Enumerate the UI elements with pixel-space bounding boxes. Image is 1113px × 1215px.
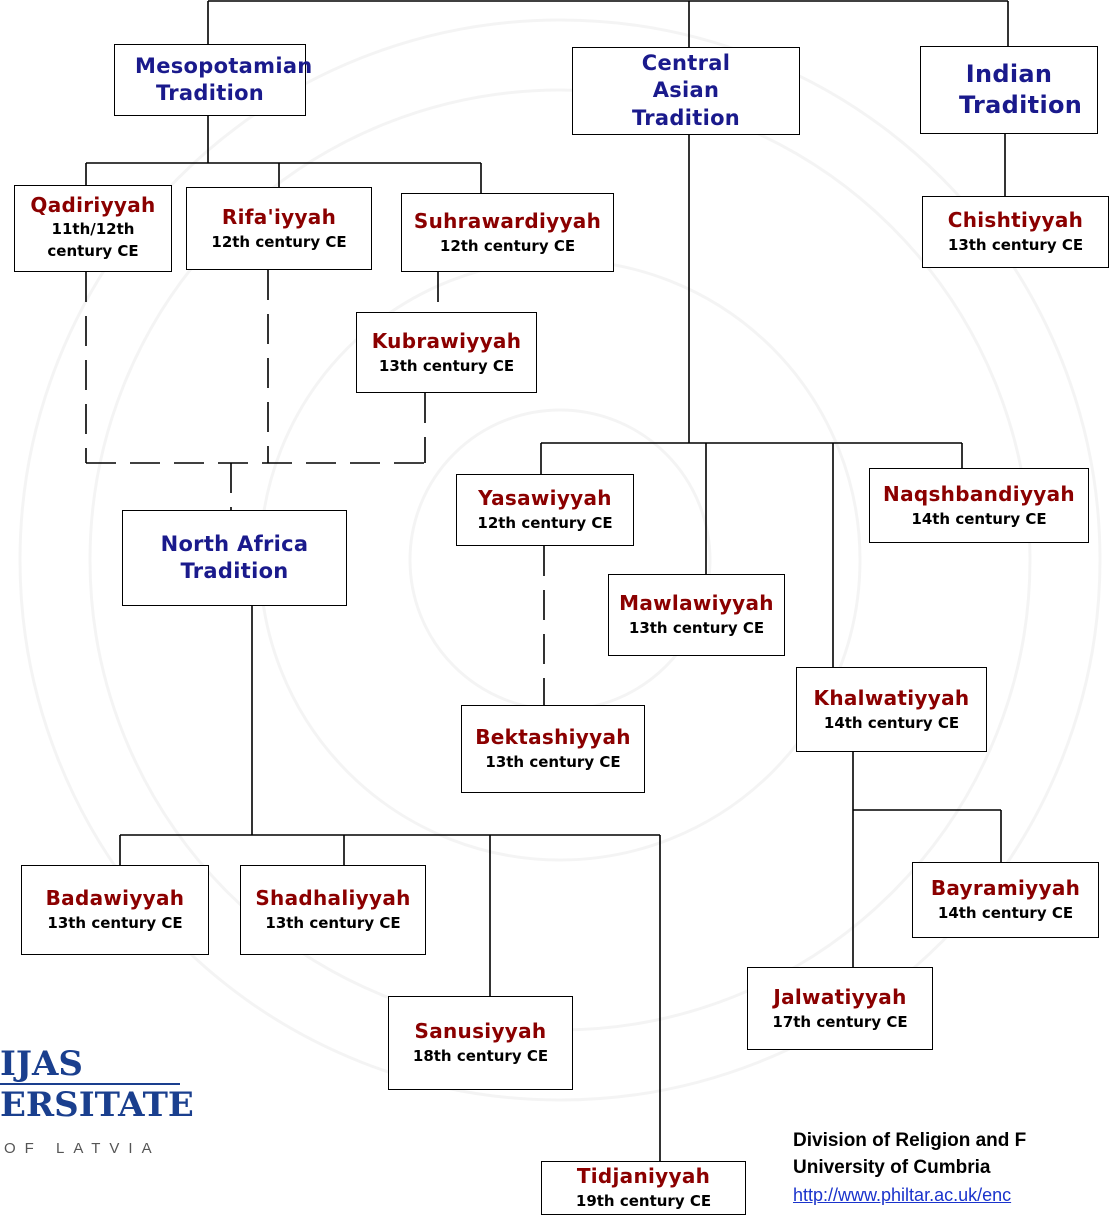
qadiriyyah-name: Qadiriyyah	[30, 193, 156, 218]
mesopotamian-tradition-label: Mesopotamian Tradition	[135, 53, 313, 105]
mesopotamian-tradition-box: Mesopotamian Tradition	[114, 44, 313, 116]
naqshbandiyyah-box: Naqshbandiyyah 14th century CE	[869, 468, 1089, 543]
central-asian-tradition-box: Central Asian Tradition	[572, 47, 800, 135]
logo-divider	[0, 1083, 180, 1085]
central-asian-tradition-label: Central Asian Tradition	[631, 51, 741, 130]
bektashiyyah-date: 13th century CE	[485, 753, 621, 772]
credit-link[interactable]: http://www.philtar.ac.uk/enc	[793, 1185, 1012, 1205]
yasawiyyah-box: Yasawiyyah 12th century CE	[456, 474, 634, 546]
naqshbandiyyah-date: 14th century CE	[911, 509, 1047, 528]
credit-division: Division of Religion and F	[793, 1130, 1027, 1151]
kubrawiyyah-name: Kubrawiyyah	[371, 328, 522, 353]
jalwatiyyah-box: Jalwatiyyah 17th century CE	[747, 967, 933, 1050]
qadiriyyah-box: Qadiriyyah 11th/12th century CE	[14, 185, 172, 272]
bayramiyyah-name: Bayramiyyah	[930, 876, 1081, 901]
badawiyyah-name: Badawiyyah	[45, 886, 185, 911]
bektashiyyah-name: Bektashiyyah	[475, 725, 631, 750]
suhrawardiyyah-name: Suhrawardiyyah	[413, 208, 602, 233]
tidjaniyyah-name: Tidjaniyyah	[576, 1164, 711, 1189]
sanusiyyah-box: Sanusiyyah 18th century CE	[388, 996, 573, 1090]
khalwatiyyah-box: Khalwatiyyah 14th century CE	[796, 667, 987, 752]
tidjaniyyah-box: Tidjaniyyah 19th century CE	[541, 1161, 746, 1215]
badawiyyah-box: Badawiyyah 13th century CE	[21, 865, 209, 955]
kubrawiyyah-date: 13th century CE	[378, 356, 515, 375]
suhrawardiyyah-box: Suhrawardiyyah 12th century CE	[401, 193, 614, 272]
rifaiyyah-box: Rifa'iyyah 12th century CE	[186, 187, 372, 270]
naqshbandiyyah-name: Naqshbandiyyah	[883, 481, 1075, 506]
shadhaliyyah-box: Shadhaliyyah 13th century CE	[240, 865, 426, 955]
chishtiyyah-name: Chishtiyyah	[947, 208, 1084, 233]
sanusiyyah-date: 18th century CE	[412, 1047, 549, 1066]
suhrawardiyyah-date: 12th century CE	[439, 236, 576, 255]
khalwatiyyah-date: 14th century CE	[823, 713, 960, 732]
khalwatiyyah-name: Khalwatiyyah	[813, 685, 970, 710]
badawiyyah-date: 13th century CE	[47, 914, 183, 933]
qadiriyyah-date: 11th/12th century CE	[47, 220, 139, 260]
mawlawiyyah-name: Mawlawiyyah	[619, 591, 774, 616]
indian-tradition-label: Indian Tradition	[959, 59, 1083, 119]
credit-university: University of Cumbria	[793, 1157, 991, 1178]
mawlawiyyah-date: 13th century CE	[628, 619, 765, 638]
university-logo-line1: IJAS	[0, 1044, 83, 1084]
rifaiyyah-date: 12th century CE	[211, 232, 347, 251]
shadhaliyyah-name: Shadhaliyyah	[255, 886, 411, 911]
north-africa-tradition-box: North Africa Tradition	[122, 510, 347, 606]
bayramiyyah-date: 14th century CE	[937, 904, 1074, 923]
bektashiyyah-box: Bektashiyyah 13th century CE	[461, 705, 645, 793]
north-africa-tradition-label: North Africa Tradition	[160, 531, 309, 583]
indian-tradition-box: Indian Tradition	[920, 46, 1098, 134]
rifaiyyah-name: Rifa'iyyah	[221, 204, 337, 229]
tidjaniyyah-date: 19th century CE	[575, 1192, 712, 1211]
bayramiyyah-box: Bayramiyyah 14th century CE	[912, 862, 1099, 938]
yasawiyyah-date: 12th century CE	[477, 514, 613, 533]
shadhaliyyah-date: 13th century CE	[265, 914, 401, 933]
university-logo-line2: ERSITATE	[0, 1085, 194, 1125]
yasawiyyah-name: Yasawiyyah	[478, 486, 612, 511]
jalwatiyyah-name: Jalwatiyyah	[773, 984, 907, 1009]
jalwatiyyah-date: 17th century CE	[772, 1012, 908, 1031]
sanusiyyah-name: Sanusiyyah	[414, 1019, 547, 1044]
university-logo-line3: OF LATVIA	[4, 1140, 161, 1157]
chishtiyyah-box: Chishtiyyah 13th century CE	[922, 196, 1109, 268]
mawlawiyyah-box: Mawlawiyyah 13th century CE	[608, 574, 785, 656]
kubrawiyyah-box: Kubrawiyyah 13th century CE	[356, 312, 537, 393]
chishtiyyah-date: 13th century CE	[947, 236, 1084, 255]
